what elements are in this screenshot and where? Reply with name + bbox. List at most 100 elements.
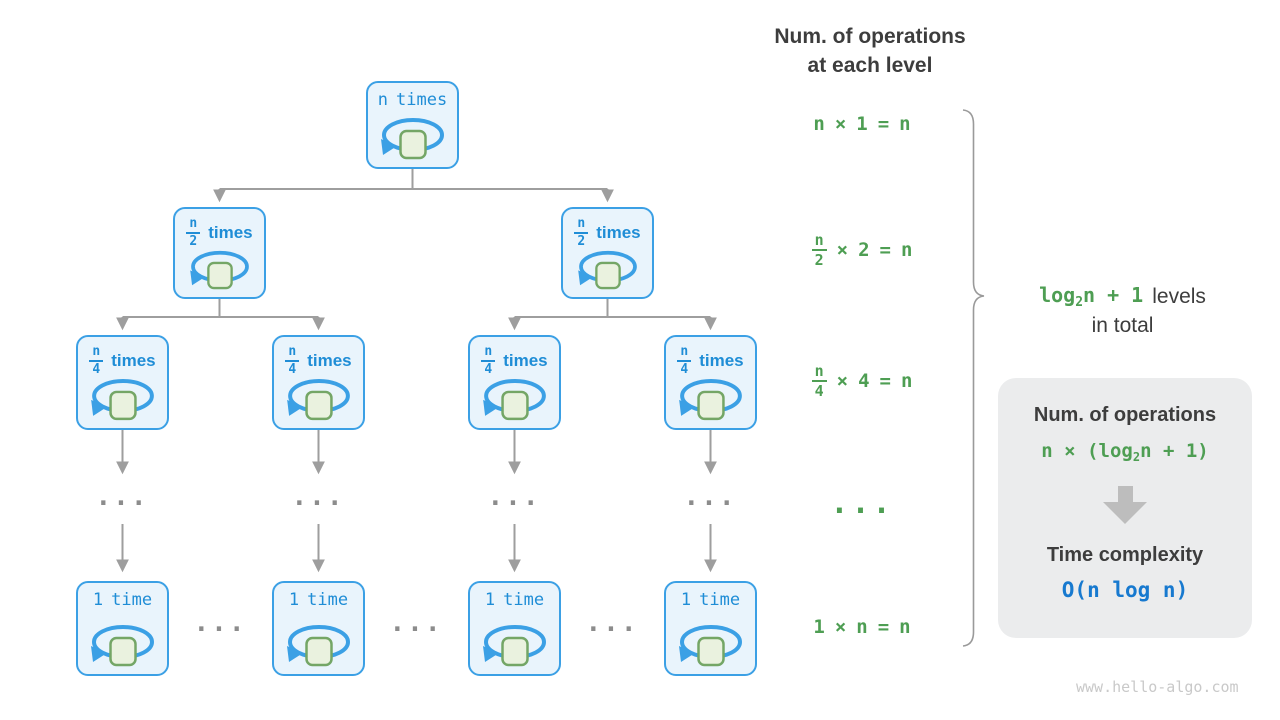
formula-row-2: n 2 × 2 = n <box>762 227 962 273</box>
formula-term: 1 <box>813 616 825 638</box>
label-unit: times <box>503 350 548 370</box>
tree-node-half-right: n 2 times <box>561 207 654 299</box>
loop-icon <box>187 249 253 292</box>
fraction-numerator: n <box>92 344 101 359</box>
formula-pre: n × ( <box>1041 440 1099 462</box>
levels-line2: in total <box>1091 313 1154 337</box>
formula-result: n <box>899 113 911 135</box>
down-arrow-icon <box>1103 486 1147 524</box>
node-label: n times <box>378 90 447 110</box>
loop-icon <box>90 377 156 423</box>
formula-result: n <box>899 616 911 638</box>
label-value: 1 <box>680 590 692 610</box>
loop-icon <box>482 377 548 423</box>
tree-node-leaf-1: 1 time <box>76 581 169 676</box>
log-text: log <box>1098 440 1133 462</box>
fraction-denominator: 2 <box>186 231 201 250</box>
fraction-numerator: n <box>288 344 297 359</box>
formula-result: n <box>900 239 913 261</box>
node-label: n 4 times <box>481 344 548 378</box>
fraction: n 4 <box>811 362 827 400</box>
label-unit: times <box>208 222 253 242</box>
node-label: n 4 times <box>89 344 156 378</box>
loop-icon <box>678 377 744 423</box>
fraction: n 4 <box>285 344 300 378</box>
equals-sign: = <box>879 370 891 392</box>
formula-row-1: n × 1 = n <box>762 111 962 137</box>
fraction-numerator: n <box>484 344 493 359</box>
formula-result: n <box>900 370 913 392</box>
column-header: Num. of operations at each level <box>745 22 995 81</box>
loop-icon <box>286 623 352 669</box>
complexity-result: O(n log n) <box>1061 578 1189 602</box>
fraction: n 2 <box>186 216 201 250</box>
column-header-line1: Num. of operations <box>774 25 966 48</box>
brace <box>962 109 985 647</box>
formula-ellipsis: ... <box>830 486 894 521</box>
fraction-denominator: 4 <box>89 359 104 378</box>
label-unit: times <box>596 222 641 242</box>
tree-node-half-left: n 2 times <box>173 207 266 299</box>
panel-title-operations: Num. of operations <box>1033 404 1217 426</box>
ellipsis: ... <box>95 482 149 512</box>
ellipsis: ... <box>389 608 443 638</box>
formula-term: 1 <box>856 113 868 135</box>
label-value: 1 <box>92 590 104 610</box>
fraction-denominator: 4 <box>677 359 692 378</box>
tree-node-leaf-4: 1 time <box>664 581 757 676</box>
multiply-sign: × <box>836 239 849 261</box>
node-label: n 2 times <box>574 216 641 249</box>
loop-icon <box>482 623 548 669</box>
label-value: 1 <box>288 590 300 610</box>
ellipsis: ... <box>683 482 737 512</box>
log-subscript: 2 <box>1075 295 1084 310</box>
fraction-denominator: 4 <box>811 380 827 400</box>
loop-icon <box>678 623 744 669</box>
label-unit: time <box>307 590 349 610</box>
ellipsis: ... <box>291 482 345 512</box>
node-label: n 2 times <box>186 216 253 250</box>
equals-sign: = <box>877 616 890 638</box>
tree-node-root: n times <box>366 81 459 169</box>
node-label: n 4 times <box>677 344 744 378</box>
fraction: n 4 <box>89 344 104 378</box>
fraction-denominator: 2 <box>811 249 827 269</box>
fraction-numerator: n <box>680 344 689 359</box>
label-unit: time <box>699 590 741 610</box>
label-value: 1 <box>484 590 496 610</box>
formula-row-5: 1 × n = n <box>762 614 962 640</box>
levels-formula: log2n + 1 <box>1039 282 1143 312</box>
multiply-sign: × <box>836 370 849 392</box>
loop-icon <box>575 249 641 292</box>
fraction-numerator: n <box>577 216 586 231</box>
log-text: log <box>1039 283 1076 307</box>
node-label: n 4 times <box>285 344 352 378</box>
loop-icon <box>286 377 352 423</box>
panel-title-complexity: Time complexity <box>1046 544 1204 566</box>
label-value: n <box>377 90 389 110</box>
ellipsis: ... <box>585 608 639 638</box>
panel-formula: n × (log2n + 1) <box>1041 440 1208 464</box>
formula-term: n <box>856 616 868 638</box>
fraction-numerator: n <box>814 231 824 249</box>
loop-icon <box>90 623 156 669</box>
equals-sign: = <box>879 239 891 261</box>
fraction-denominator: 4 <box>285 359 300 378</box>
ellipsis: ... <box>487 482 541 512</box>
column-header-line2: at each level <box>807 54 933 78</box>
fraction-numerator: n <box>814 362 824 380</box>
fraction: n 4 <box>677 344 692 378</box>
levels-note: log2n + 1 levels in total <box>1000 282 1245 340</box>
multiply-sign: × <box>834 616 847 638</box>
levels-expression: n + 1 <box>1083 283 1144 307</box>
tree-node-quarter-3: n 4 times <box>468 335 561 430</box>
formula-term: 4 <box>858 370 870 392</box>
fraction-numerator: n <box>189 216 198 231</box>
equals-sign: = <box>877 113 890 135</box>
formula-row-3: n 4 × 4 = n <box>762 358 962 404</box>
fraction: n 4 <box>481 344 496 378</box>
fraction-denominator: 4 <box>481 359 496 378</box>
node-label: 1 time <box>289 590 348 610</box>
